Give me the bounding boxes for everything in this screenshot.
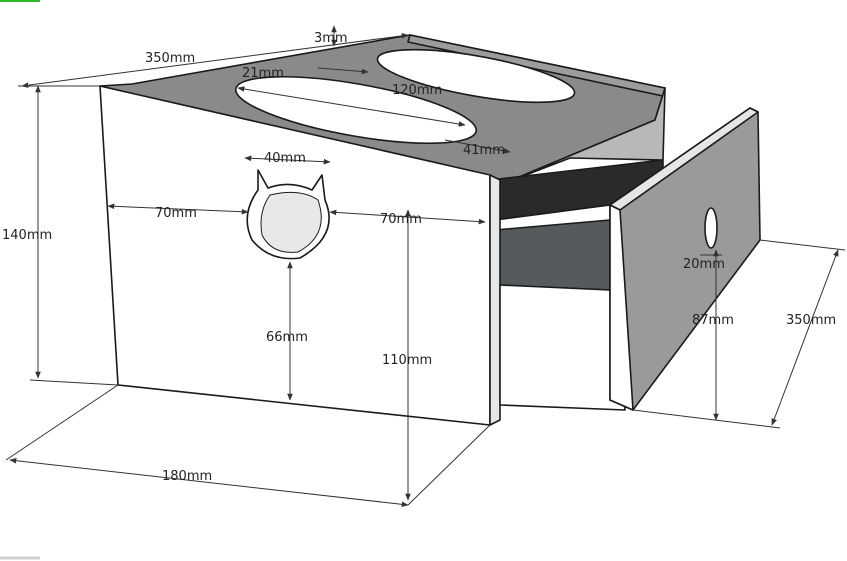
dim-ext-depth-bottom	[632, 409, 781, 429]
side-lower-wall	[499, 284, 626, 411]
dim-ext-width-right	[407, 424, 491, 506]
dim-line-bowl-inset	[317, 67, 369, 75]
label-wall-thickness: 3mm	[314, 31, 348, 46]
dim-line-top-depth	[21, 33, 409, 88]
dim-line-hole-width	[244, 155, 331, 165]
dim-line-bowl-diameter	[237, 86, 466, 127]
label-front-panel-height: 110mm	[382, 353, 432, 368]
drawer-inner-floor	[494, 219, 611, 291]
label-hole-bottom-height: 66mm	[266, 330, 308, 345]
top-right-face	[499, 87, 666, 186]
dim-ext-height-bottom	[29, 379, 119, 386]
label-top-depth: 350mm	[145, 51, 195, 66]
label-front-width: 180mm	[162, 469, 212, 484]
label-drawer-depth: 350mm	[786, 313, 836, 328]
label-left-margin: 70mm	[155, 206, 197, 221]
cat-hole-shadow	[260, 191, 322, 253]
drawer-knob-hole	[704, 207, 718, 249]
dim-line-left-margin	[107, 203, 249, 215]
dim-line-front-width	[9, 457, 409, 508]
label-drawer-knob-hole: 20mm	[683, 257, 725, 272]
dim-line-drawer-depth	[771, 249, 839, 426]
label-right-margin: 70mm	[380, 212, 422, 227]
label-bowl-edge-gap: 41mm	[463, 143, 505, 158]
label-bowl-inset: 21mm	[242, 66, 284, 81]
dim-ext-width-left	[5, 384, 119, 461]
label-bowl-diameter: 120mm	[392, 83, 442, 98]
dim-ext-depth-top	[759, 239, 846, 251]
label-drawer-height: 87mm	[692, 313, 734, 328]
label-cat-hole-width: 40mm	[264, 151, 306, 166]
label-total-height: 140mm	[2, 228, 52, 243]
front-panel-edge	[489, 174, 501, 426]
dim-line-bowl-edge	[444, 139, 511, 154]
